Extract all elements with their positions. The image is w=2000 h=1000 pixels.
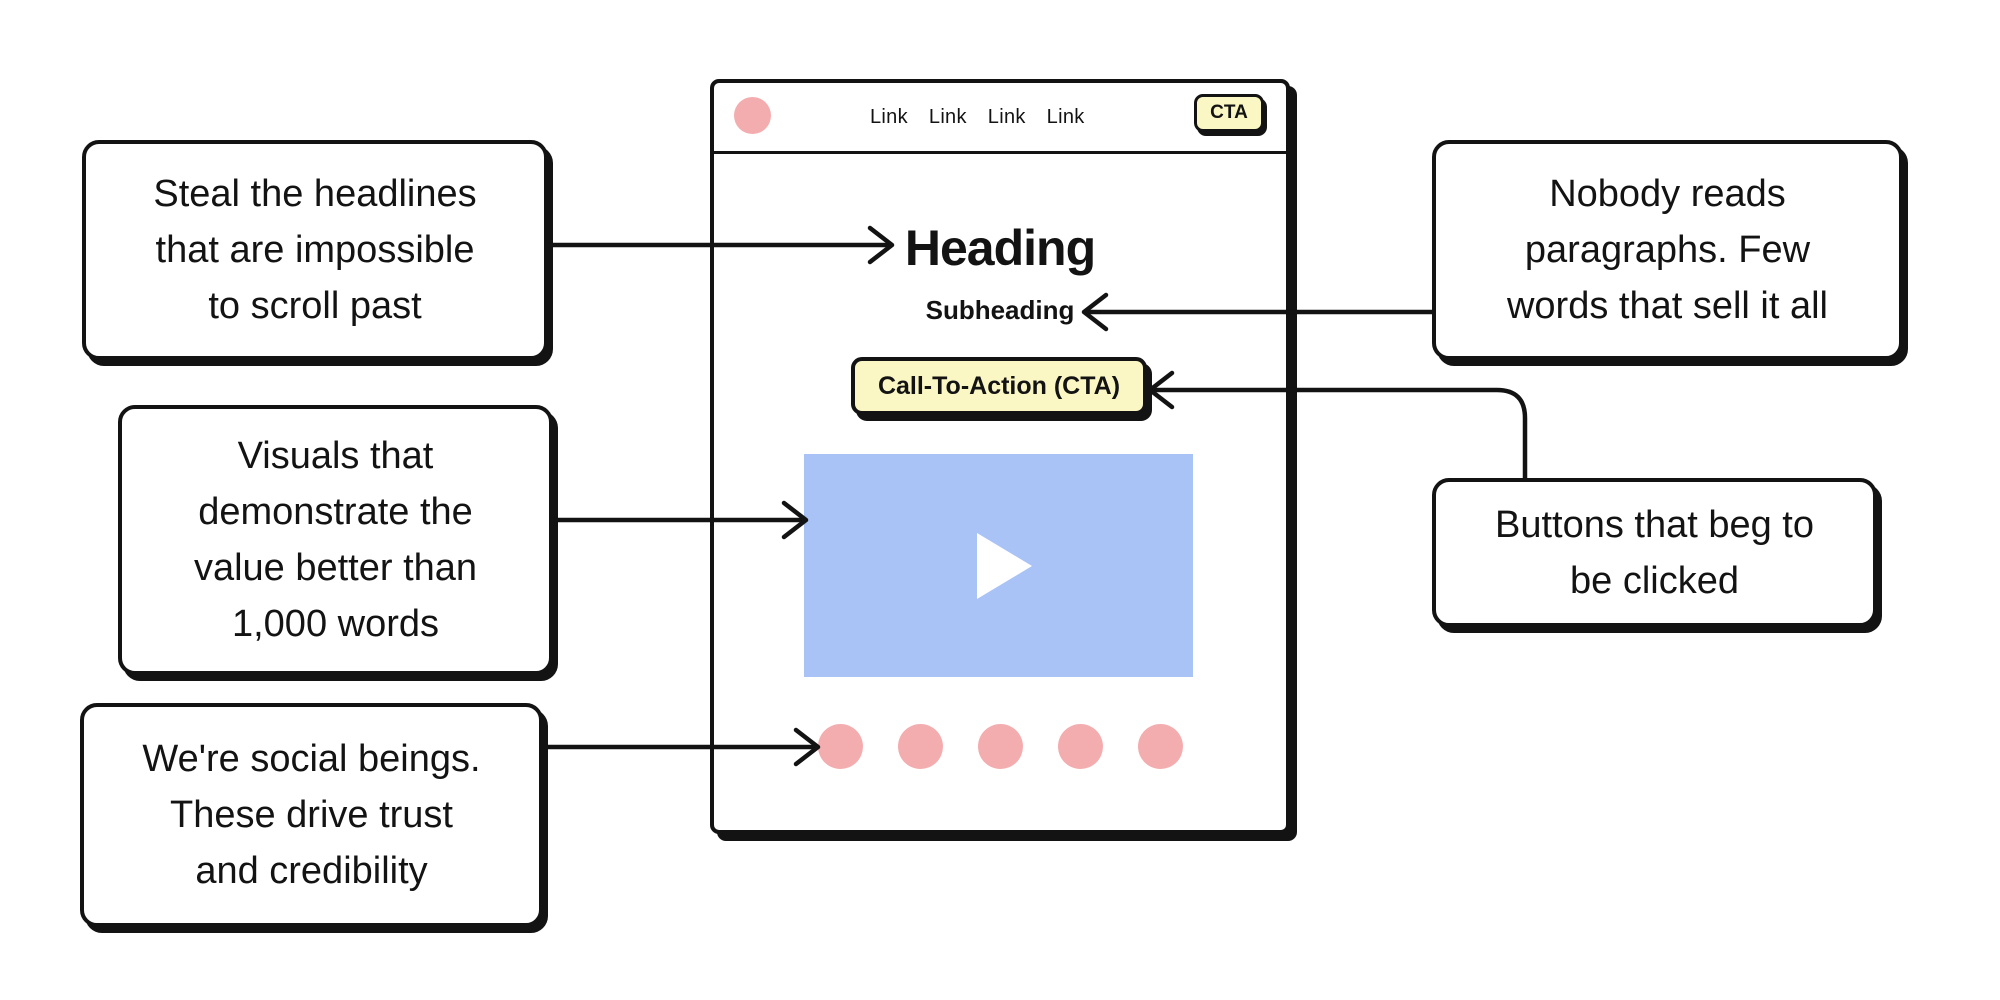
nav-link-3[interactable]: Link: [987, 105, 1026, 128]
nav-links: Link Link Link Link: [870, 83, 1085, 151]
callout-visuals: Visuals that demonstrate the value bette…: [118, 405, 553, 675]
wireframe-subheading: Subheading: [925, 295, 1075, 325]
social-proof-row: [714, 724, 1286, 769]
nav-link-1[interactable]: Link: [870, 105, 908, 128]
landing-page-wireframe: Link Link Link Link CTA Heading Subheadi…: [710, 79, 1290, 834]
video-placeholder[interactable]: [804, 454, 1193, 677]
social-proof-circle: [977, 724, 1023, 769]
callout-social-proof: We're social beings. These drive trust a…: [80, 703, 543, 927]
social-proof-circle: [1137, 724, 1183, 769]
nav-cta-button[interactable]: CTA: [1194, 94, 1264, 132]
callout-subheading: Nobody reads paragraphs. Few words that …: [1432, 140, 1903, 360]
callout-headlines: Steal the headlines that are impossible …: [82, 140, 548, 360]
social-proof-circle: [1057, 724, 1103, 769]
social-proof-circle: [817, 724, 863, 769]
main-cta-button[interactable]: Call-To-Action (CTA): [851, 357, 1147, 415]
callout-cta-buttons: Buttons that beg to be clicked: [1432, 478, 1877, 627]
wireframe-heading: Heading: [904, 220, 1096, 276]
logo-circle-icon: [734, 97, 771, 134]
nav-link-4[interactable]: Link: [1046, 105, 1085, 128]
nav-link-2[interactable]: Link: [928, 105, 967, 128]
play-icon: [977, 532, 1032, 599]
social-proof-circle: [897, 724, 943, 769]
wireframe-navbar: Link Link Link Link CTA: [714, 83, 1286, 154]
